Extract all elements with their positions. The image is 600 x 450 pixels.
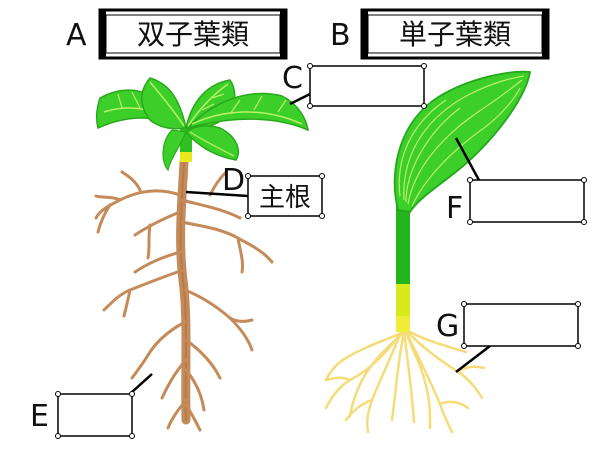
plant-b-title-box: 単子葉類 [360, 8, 550, 60]
answer-box-d[interactable] [247, 175, 323, 217]
label-e: E [30, 373, 153, 439]
label-f-letter: F [446, 191, 463, 226]
answer-box-e[interactable] [57, 393, 133, 437]
monocot-stem-yellow [396, 284, 410, 318]
monocot-leaf [393, 70, 532, 213]
parallel-veins [398, 75, 525, 207]
answer-box-c[interactable] [309, 65, 425, 107]
label-f: F [446, 137, 587, 226]
answer-box-f[interactable] [469, 179, 585, 223]
answer-text-d: 主根 [259, 183, 311, 213]
plant-a-letter: A [66, 18, 87, 53]
label-d-letter: D [222, 163, 245, 198]
dicot-stem-yellow [180, 152, 192, 162]
answer-box-g[interactable] [463, 303, 579, 347]
label-c: C [282, 61, 427, 109]
lateral-roots [94, 170, 274, 432]
label-d: D 主根 [185, 163, 325, 219]
dicot-top-left-leaf [141, 77, 187, 130]
label-g: G [436, 301, 581, 373]
plant-b-title: 単子葉類 [399, 18, 511, 51]
plant-a-title-box: 双子葉類 [98, 8, 288, 60]
plant-a-title: 双子葉類 [137, 18, 249, 51]
plant-b-letter: B [330, 18, 351, 53]
monocot-stem [396, 200, 410, 286]
fibrous-roots [324, 328, 486, 434]
dicot-plant [94, 77, 309, 432]
monocot-plant [324, 70, 532, 434]
label-c-letter: C [282, 61, 303, 96]
label-g-letter: G [436, 309, 459, 344]
label-e-letter: E [30, 399, 49, 434]
